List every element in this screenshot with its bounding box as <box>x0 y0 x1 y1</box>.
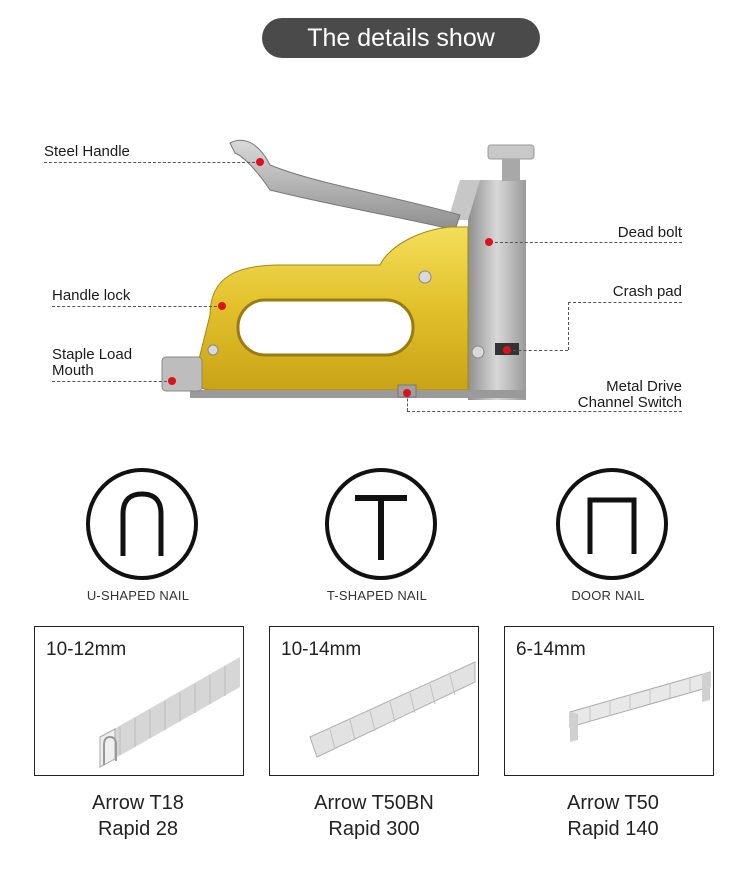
leader-line <box>508 350 568 351</box>
callout-metal-drive-channel-switch: Metal Drive Channel Switch <box>577 378 682 411</box>
leader-line <box>52 306 222 307</box>
door-nail-icon <box>556 468 668 580</box>
staple-size: 10-14mm <box>281 639 362 660</box>
staple-card: 6-14mm <box>504 626 714 776</box>
t-shaped-nail-icon <box>325 468 437 580</box>
leader-line <box>44 162 260 163</box>
staple-size: 10-12mm <box>46 639 127 660</box>
callout-steel-handle: Steel Handle <box>44 143 130 160</box>
marker-dot <box>503 346 511 354</box>
leader-line <box>568 302 682 303</box>
callout-dead-bolt: Dead bolt <box>617 224 682 241</box>
u-shaped-nail-icon <box>86 468 198 580</box>
staple-model: Arrow T18 Rapid 28 <box>92 792 184 840</box>
page-title: The details show <box>262 18 540 58</box>
leader-line <box>490 242 682 243</box>
nail-type-label: T-SHAPED NAIL <box>326 588 428 603</box>
nail-type-label: U-SHAPED NAIL <box>86 588 190 603</box>
door-staple-strip-image <box>569 671 711 742</box>
staple-size: 6-14mm <box>516 639 586 660</box>
callout-handle-lock: Handle lock <box>52 287 131 304</box>
t-staple-strip-image <box>309 661 476 758</box>
callout-staple-load-mouth: Staple Load Mouth <box>52 346 133 379</box>
leader-line <box>407 394 408 411</box>
leader-line <box>52 381 172 382</box>
marker-dot <box>403 389 411 397</box>
leader-line <box>568 302 569 350</box>
staple-card: 10-14mm <box>269 626 479 776</box>
callout-crash-pad: Crash pad <box>612 283 682 300</box>
marker-dot <box>168 377 176 385</box>
staple-model: Arrow T50BN Rapid 300 <box>314 792 434 840</box>
staple-card: 10-12mm <box>34 626 244 776</box>
marker-dot <box>218 302 226 310</box>
leader-line <box>407 411 682 412</box>
staple-gun-image <box>161 139 535 400</box>
marker-dot <box>256 158 264 166</box>
nail-type-label: DOOR NAIL <box>571 588 645 603</box>
staple-model: Arrow T50 Rapid 140 <box>567 792 659 840</box>
u-staple-strip-image <box>99 657 240 768</box>
marker-dot <box>485 238 493 246</box>
